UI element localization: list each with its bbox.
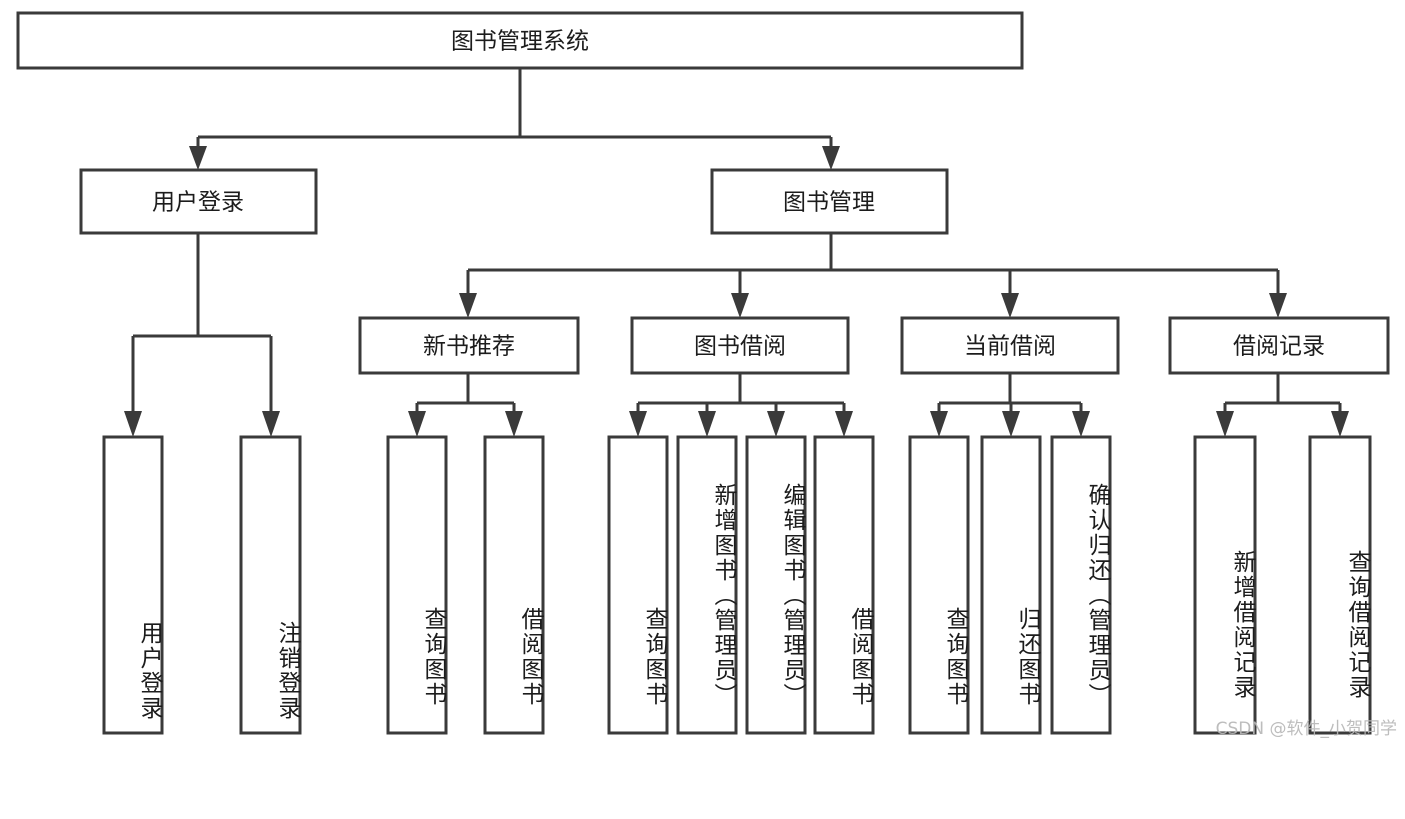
leaf-box-logout[interactable] — [239, 435, 302, 735]
arrow-head-leaf-confirm-return — [1072, 411, 1090, 437]
connector-new-book-recommend-to-leaves — [408, 373, 523, 437]
leaf-box-add-book[interactable] — [676, 435, 738, 735]
node-current-borrow-box[interactable] — [900, 316, 1120, 375]
node-new-book-recommend-label: 新书推荐 — [423, 334, 515, 360]
arrow-head-leaf-query-book-1 — [408, 411, 426, 437]
arrow-head-leaf-query-record — [1331, 411, 1349, 437]
leaf-box-query-book-3[interactable] — [908, 435, 970, 735]
node-borrow-record-label: 借阅记录 — [1233, 334, 1325, 360]
node-current-borrow-label: 当前借阅 — [964, 334, 1056, 360]
node-borrow-record-box[interactable] — [1168, 316, 1390, 375]
arrow-head-user-login — [189, 146, 207, 170]
leaf-box-confirm-return[interactable] — [1050, 435, 1112, 735]
arrow-head-leaf-query-book-3 — [930, 411, 948, 437]
node-root-box[interactable] — [16, 11, 1024, 70]
connector-user-login-to-leaves — [124, 233, 280, 437]
node-new-book-recommend-box[interactable] — [358, 316, 580, 375]
arrow-head-leaf-edit-book — [767, 411, 785, 437]
arrow-head-book-borrow — [731, 293, 749, 318]
leaf-box-query-book-1[interactable] — [386, 435, 448, 735]
leaf-box-add-record[interactable] — [1193, 435, 1257, 735]
diagram-canvas: 图书管理系统 用户登录 图书管理 新书推荐 图书借阅 当前借阅 借阅记录 — [16, 11, 1390, 735]
arrow-head-book-management — [822, 146, 840, 170]
node-root-label: 图书管理系统 — [451, 29, 589, 55]
arrow-head-current-borrow — [1001, 293, 1019, 318]
arrow-head-leaf-query-book-2 — [629, 411, 647, 437]
arrow-head-leaf-borrow-book-1 — [505, 411, 523, 437]
arrow-head-leaf-add-record — [1216, 411, 1234, 437]
connector-book-management-to-level3 — [459, 233, 1287, 318]
node-book-borrow-box[interactable] — [630, 316, 850, 375]
leaf-box-query-book-2[interactable] — [607, 435, 669, 735]
arrow-head-leaf-return-book — [1002, 411, 1020, 437]
diagram-root: 图书管理系统 用户登录 图书管理 新书推荐 图书借阅 当前借阅 借阅记录 — [16, 11, 1397, 739]
node-book-management-box[interactable] — [710, 168, 949, 235]
arrow-head-borrow-record — [1269, 293, 1287, 318]
leaf-box-borrow-book-1[interactable] — [483, 435, 545, 735]
leaf-box-borrow-book-2[interactable] — [813, 435, 875, 735]
node-book-management-label: 图书管理 — [783, 190, 875, 216]
node-user-login-box[interactable] — [79, 168, 318, 235]
arrow-head-leaf-borrow-book-2 — [835, 411, 853, 437]
connector-root-to-level2 — [189, 68, 840, 170]
leaf-box-query-record[interactable] — [1308, 435, 1372, 735]
arrow-head-leaf-add-book — [698, 411, 716, 437]
connector-book-borrow-to-leaves — [629, 373, 853, 437]
node-book-borrow-label: 图书借阅 — [694, 334, 786, 360]
leaf-box-return-book[interactable] — [980, 435, 1042, 735]
leaf-box-edit-book[interactable] — [745, 435, 807, 735]
connector-current-borrow-to-leaves — [930, 373, 1090, 437]
arrow-head-leaf-logout — [262, 411, 280, 437]
arrow-head-new-book-recommend — [459, 293, 477, 318]
connector-borrow-record-to-leaves — [1216, 373, 1349, 437]
leaf-box-user-login[interactable] — [102, 435, 164, 735]
arrow-head-leaf-user-login — [124, 411, 142, 437]
node-user-login-label: 用户登录 — [152, 190, 244, 216]
